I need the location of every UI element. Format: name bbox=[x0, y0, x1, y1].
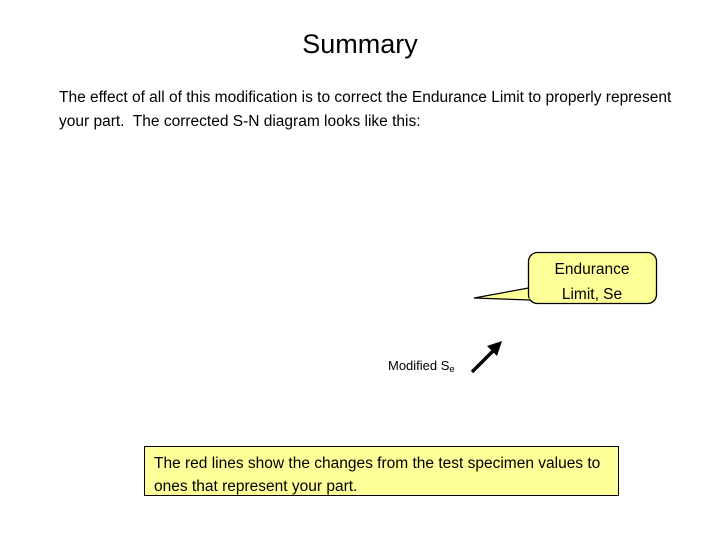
callout-balloon-shape bbox=[473, 251, 658, 305]
callout-seam-cover bbox=[529, 288, 535, 300]
arrow-up-right-icon bbox=[470, 341, 502, 374]
modified-se-text: Modified S bbox=[388, 358, 450, 373]
endurance-limit-callout: Endurance Limit, Se bbox=[468, 246, 664, 308]
body-paragraph: The effect of all of this modification i… bbox=[59, 89, 676, 130]
note-box-text: The red lines show the changes from the … bbox=[154, 455, 605, 495]
callout-label: Endurance Limit, Se bbox=[554, 261, 630, 303]
callout-tail bbox=[473, 286, 535, 301]
arrow-head bbox=[487, 341, 502, 356]
arrow-shaft bbox=[470, 346, 498, 374]
callout-body bbox=[527, 251, 658, 305]
modified-se-subscript: e bbox=[449, 364, 455, 376]
page-title: Summary bbox=[302, 29, 418, 59]
note-box: The red lines show the changes from the … bbox=[144, 446, 619, 496]
modified-se-label: Modified Se bbox=[388, 358, 455, 378]
